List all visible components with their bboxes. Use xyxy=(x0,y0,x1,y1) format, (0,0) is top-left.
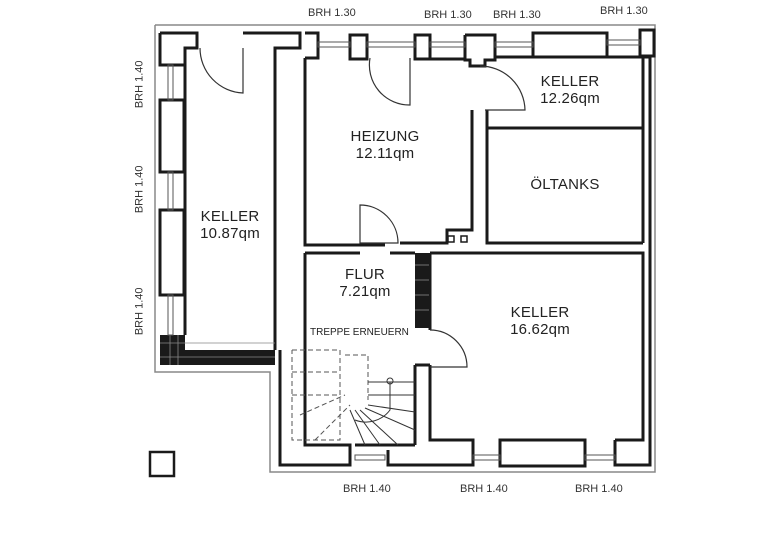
room-name: ÖLTANKS xyxy=(530,176,600,193)
windows xyxy=(167,39,641,461)
staircase xyxy=(291,349,416,446)
window-label-top: BRH 1.30 xyxy=(308,7,356,19)
room-name: FLUR xyxy=(345,266,385,283)
room-area: 10.87qm xyxy=(200,225,260,243)
legend-square xyxy=(148,450,176,478)
window-label-bottom: BRH 1.40 xyxy=(575,483,623,495)
walls xyxy=(158,28,656,468)
room-area: 7.21qm xyxy=(339,283,391,301)
window-label-bottom: BRH 1.40 xyxy=(343,483,391,495)
window-label-left: BRH 1.40 xyxy=(133,60,146,109)
window-label-left: BRH 1.40 xyxy=(133,165,146,214)
room-keller-2: KELLER 12.26qm xyxy=(525,73,615,108)
door-swings xyxy=(199,47,526,368)
room-area: 12.26qm xyxy=(540,90,600,108)
window-label-top: BRH 1.30 xyxy=(424,9,472,21)
room-area: 12.11qm xyxy=(355,145,415,163)
room-flur: FLUR 7.21qm xyxy=(330,266,400,301)
window-label-left: BRH 1.40 xyxy=(133,287,146,336)
room-oeltanks: ÖLTANKS xyxy=(520,176,610,193)
room-keller-1: KELLER 10.87qm xyxy=(190,208,270,243)
stair-note: TREPPE ERNEUERN xyxy=(310,327,409,338)
room-name: KELLER xyxy=(540,73,600,90)
room-heizung: HEIZUNG 12.11qm xyxy=(345,128,425,163)
room-name: KELLER xyxy=(200,208,260,225)
room-name: HEIZUNG xyxy=(350,128,420,145)
window-label-top: BRH 1.30 xyxy=(493,9,541,21)
room-name: KELLER xyxy=(510,304,570,321)
window-label-top: BRH 1.30 xyxy=(600,5,648,17)
window-label-bottom: BRH 1.40 xyxy=(460,483,508,495)
outer-outline xyxy=(154,24,656,473)
room-keller-3: KELLER 16.62qm xyxy=(495,304,585,339)
room-area: 16.62qm xyxy=(510,321,570,339)
hatched-walls xyxy=(160,253,429,365)
